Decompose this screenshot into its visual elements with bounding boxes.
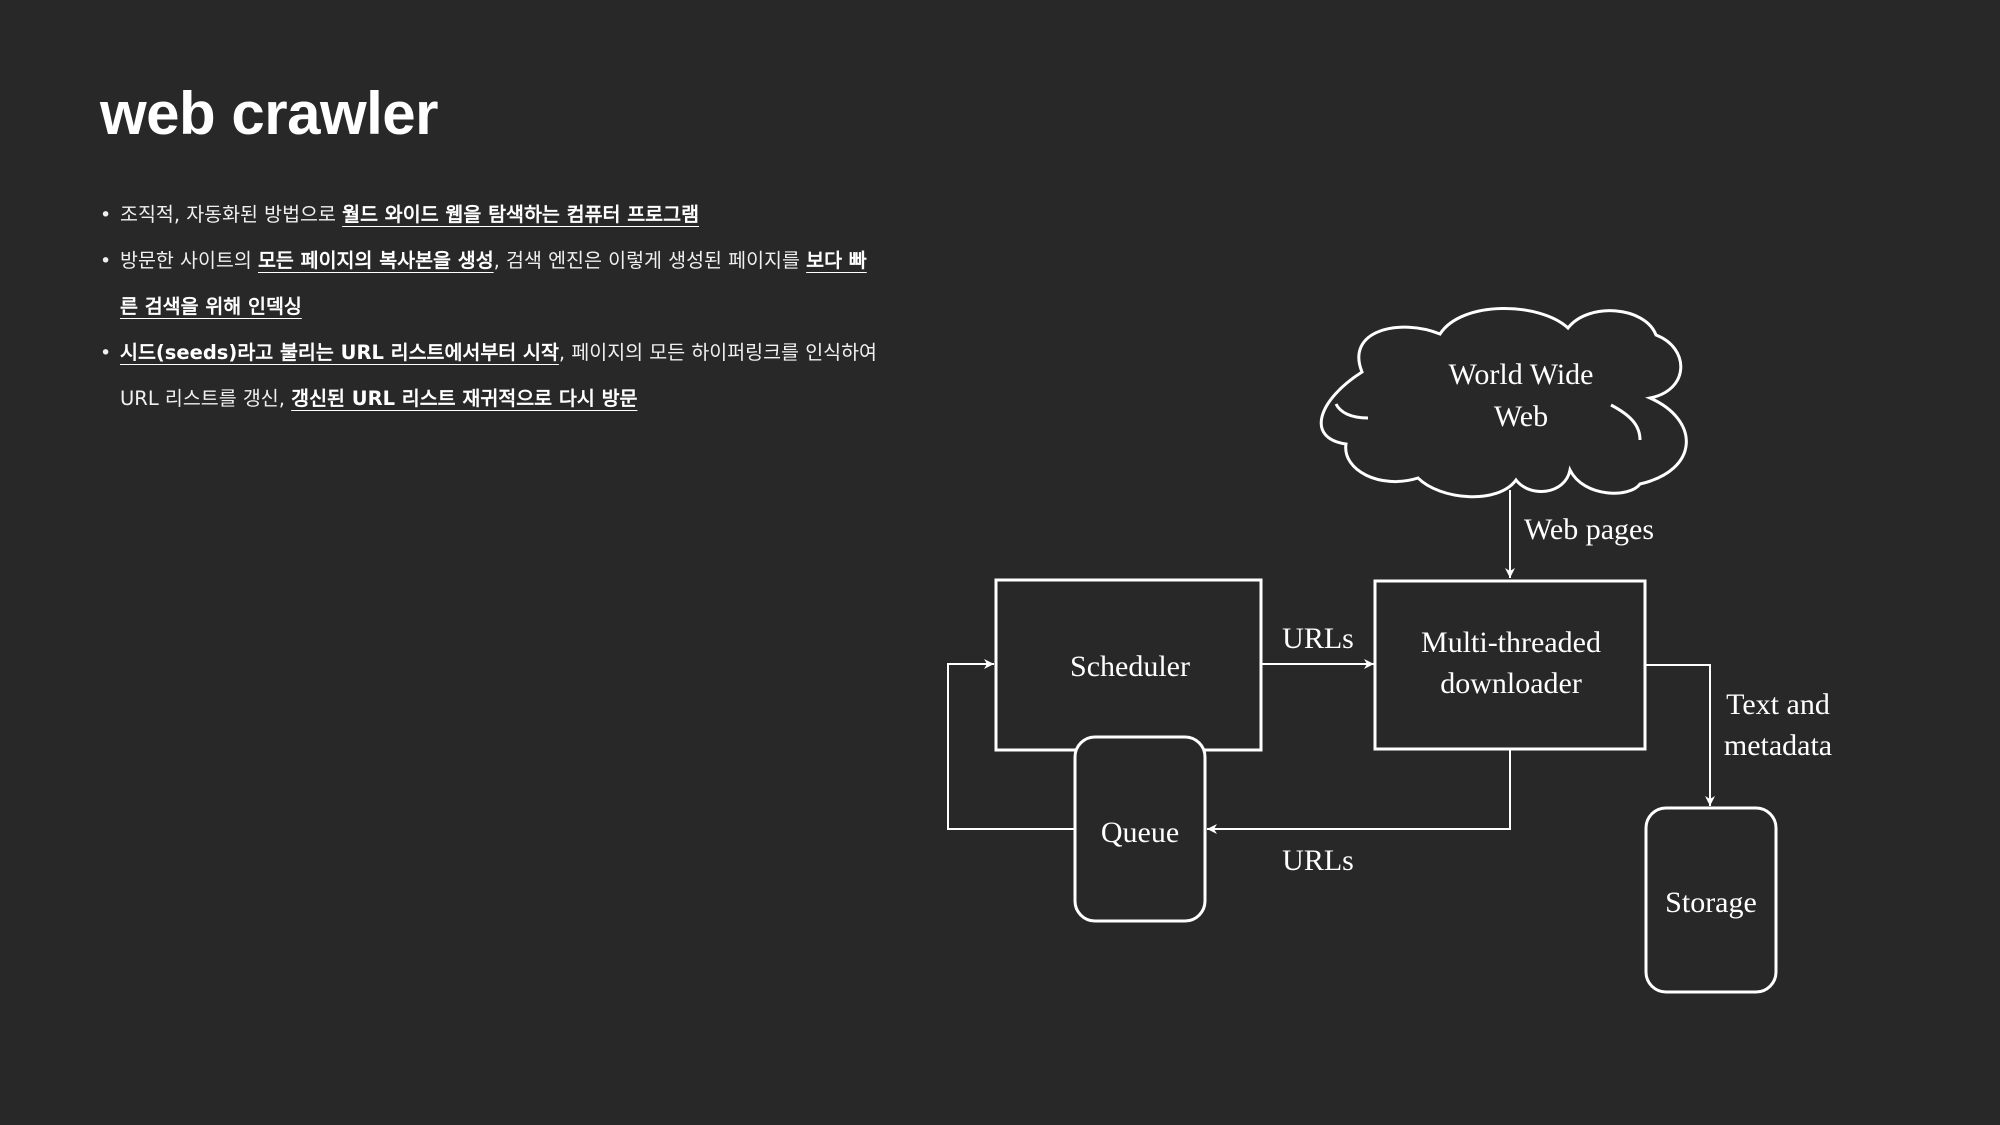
cloud-inner-curve xyxy=(1610,403,1642,441)
downloader-label-line2: downloader xyxy=(1440,667,1582,700)
bullet-dot: • xyxy=(100,342,112,364)
queue-box xyxy=(1073,735,1207,923)
bullet-text: 조직적, 자동화된 방법으로 xyxy=(120,203,343,226)
bullet-item: • 조직적, 자동화된 방법으로 월드 와이드 웹을 탐색하는 컴퓨터 프로그램 xyxy=(98,192,878,238)
bullet-emphasis: 시드(seeds)라고 불리는 URL 리스트에서부터 시작 xyxy=(120,341,559,364)
cloud-shape xyxy=(1319,307,1688,499)
bullet-text: 방문한 사이트의 xyxy=(120,249,258,272)
bullet-emphasis: 월드 와이드 웹을 탐색하는 컴퓨터 프로그램 xyxy=(342,203,700,226)
bullet-list: • 조직적, 자동화된 방법으로 월드 와이드 웹을 탐색하는 컴퓨터 프로그램… xyxy=(98,192,878,422)
scheduler-box xyxy=(994,578,1263,752)
queue-label: Queue xyxy=(1101,816,1179,849)
bullet-item: • 방문한 사이트의 모든 페이지의 복사본을 생성, 검색 엔진은 이렇게 생… xyxy=(98,238,878,330)
bullet-emphasis: 보다 빠른 검색을 위해 인덱싱 xyxy=(120,249,867,318)
cloud-label-line1: World Wide xyxy=(1449,358,1594,391)
bullet-item: • 시드(seeds)라고 불리는 URL 리스트에서부터 시작, 페이지의 모… xyxy=(98,330,878,422)
bullet-emphasis: 갱신된 URL 리스트 재귀적으로 다시 방문 xyxy=(291,387,638,410)
bullet-text: , 페이지의 모든 하이퍼링크를 인식하여 URL 리스트를 갱신, xyxy=(120,341,877,410)
downloader-label-line1: Multi-threaded xyxy=(1421,626,1601,659)
bullet-emphasis: 모든 페이지의 복사본을 생성 xyxy=(257,249,494,272)
scheduler-label: Scheduler xyxy=(1070,650,1190,683)
storage-box xyxy=(1644,806,1778,994)
cloud-label-line2: Web xyxy=(1494,400,1548,433)
queue-to-scheduler-arrow xyxy=(947,659,1075,830)
text-metadata-label-line1: Text and xyxy=(1726,688,1830,721)
text-metadata-arrow xyxy=(1645,664,1715,806)
world-wide-web-cloud: World Wide Web xyxy=(1319,307,1688,499)
downloader-box xyxy=(1373,579,1647,751)
urls-bottom-label: URLs xyxy=(1282,844,1354,877)
cloud-inner-curve xyxy=(1334,403,1369,420)
urls-top-label: URLs xyxy=(1282,622,1354,655)
web-pages-label: Web pages xyxy=(1524,513,1654,546)
slide-title: web crawler xyxy=(100,80,439,147)
bullet-text: , 검색 엔진은 이렇게 생성된 페이지를 xyxy=(493,249,807,272)
bullet-dot: • xyxy=(100,250,112,272)
urls-bottom-arrow xyxy=(1207,749,1511,834)
storage-label: Storage xyxy=(1665,886,1757,919)
text-metadata-label-line2: metadata xyxy=(1724,729,1832,762)
bullet-dot: • xyxy=(100,204,112,226)
